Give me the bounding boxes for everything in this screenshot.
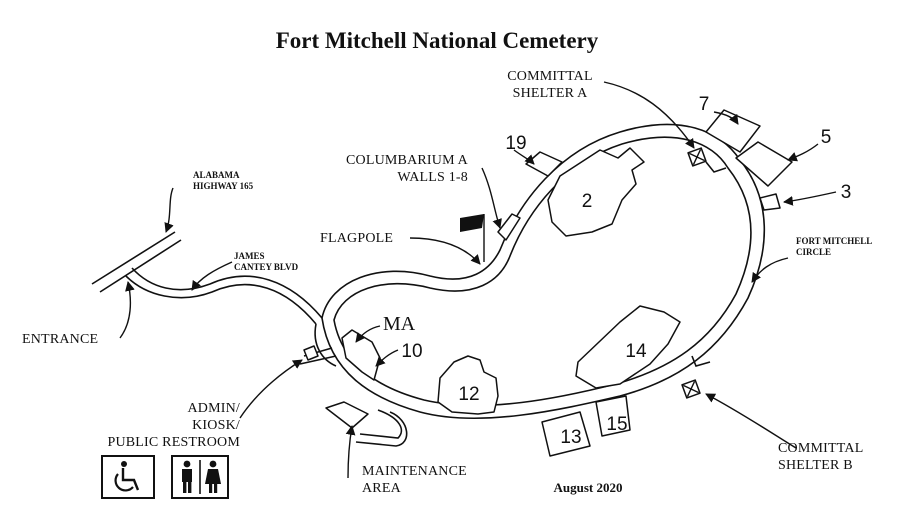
section-12-shape xyxy=(437,355,499,415)
date-label: August 2020 xyxy=(554,480,623,495)
section-14-shape xyxy=(575,305,681,389)
section-3-leader xyxy=(783,191,837,206)
columbarium-label-2: WALLS 1-8 xyxy=(397,170,468,185)
section-12-number: 12 xyxy=(458,384,479,405)
admin-building xyxy=(303,345,319,361)
admin-spur-road xyxy=(314,323,337,367)
section-3-number: 3 xyxy=(841,182,852,203)
highway-leader xyxy=(164,187,174,233)
leader-lines xyxy=(119,81,837,479)
section-7-leader xyxy=(713,111,739,125)
highway-165-road-edge xyxy=(99,239,182,293)
flag-icon xyxy=(460,214,485,262)
section-10-number: 10 xyxy=(401,341,422,362)
shelter-b-spur xyxy=(691,355,711,367)
circle-label-1: FORT MITCHELL xyxy=(796,236,872,246)
admin-label-2: KIOSK/ xyxy=(192,418,240,433)
entrance-leader xyxy=(119,281,135,339)
section-10-leader xyxy=(375,349,399,367)
admin-leader xyxy=(239,359,303,419)
page-title: Fort Mitchell National Cemetery xyxy=(276,28,599,53)
admin-label-1: ADMIN/ xyxy=(187,401,240,416)
columbarium-leader xyxy=(481,167,502,229)
section-15-number: 15 xyxy=(606,414,627,435)
admin-parking-road-edge xyxy=(299,355,337,365)
james-cantey-blvd-edge xyxy=(125,275,317,325)
columbarium-label-1: COLUMBARIUM A xyxy=(346,153,469,168)
james-label-2: CANTEY BLVD xyxy=(234,262,299,272)
committal-shelter-a-icon xyxy=(687,147,707,167)
committal-b-label-1: COMMITTAL xyxy=(778,441,863,456)
highway-165-road xyxy=(91,231,176,285)
committal-a-label-1: COMMITTAL xyxy=(507,69,592,84)
circle-label-2: CIRCLE xyxy=(796,247,831,257)
section-13-shape xyxy=(541,411,591,457)
entrance-label: ENTRANCE xyxy=(22,332,98,347)
section-5-number: 5 xyxy=(821,127,832,148)
section-19-number: 19 xyxy=(505,133,526,154)
ma-leader xyxy=(355,325,381,343)
flagpole-label: FLAGPOLE xyxy=(320,231,393,246)
section-2-number: 2 xyxy=(582,191,593,212)
maintenance-building xyxy=(325,401,369,429)
james-leader xyxy=(191,261,233,291)
section-5-leader xyxy=(787,143,819,162)
section-15-shape xyxy=(595,395,631,437)
highway-label-2: HIGHWAY 165 xyxy=(193,181,254,191)
shelter-b-leader xyxy=(705,393,797,449)
committal-shelter-b-icon xyxy=(681,379,701,399)
shelter-a-leader xyxy=(603,81,695,149)
section-19-shape xyxy=(525,151,563,177)
ma-label: MA xyxy=(383,313,416,335)
maintenance-spur-road-edge xyxy=(355,411,408,447)
section-7-shape xyxy=(705,109,761,153)
admin-label-3: PUBLIC RESTROOM xyxy=(107,435,240,450)
fort-mitchell-circle-outer xyxy=(321,123,766,420)
committal-a-label-2: SHELTER A xyxy=(513,86,588,101)
james-label-1: JAMES xyxy=(234,251,265,261)
section-13-number: 13 xyxy=(560,427,581,448)
maintenance-label-2: AREA xyxy=(362,481,402,496)
committal-b-label-2: SHELTER B xyxy=(778,458,853,473)
circle-leader xyxy=(751,257,789,283)
maintenance-spur-road xyxy=(359,409,403,439)
wheelchair-icon xyxy=(101,455,155,499)
maintenance-label-1: MAINTENANCE xyxy=(362,464,467,479)
restroom-icon xyxy=(171,455,229,499)
sections xyxy=(303,109,793,457)
highway-label-1: ALABAMA xyxy=(193,170,240,180)
section-19-leader xyxy=(513,149,535,165)
section-7-number: 7 xyxy=(699,94,710,115)
section-10-shape xyxy=(341,329,381,381)
james-cantey-blvd xyxy=(131,267,323,319)
columbarium-walls xyxy=(497,213,521,241)
section-2-shape xyxy=(547,147,645,237)
flagpole-leader xyxy=(409,237,481,265)
shelter-a-spur xyxy=(705,161,727,173)
section-3-shape xyxy=(759,193,781,211)
section-5-shape xyxy=(735,141,793,187)
section-14-number: 14 xyxy=(625,341,647,362)
maintenance-leader xyxy=(345,425,356,479)
